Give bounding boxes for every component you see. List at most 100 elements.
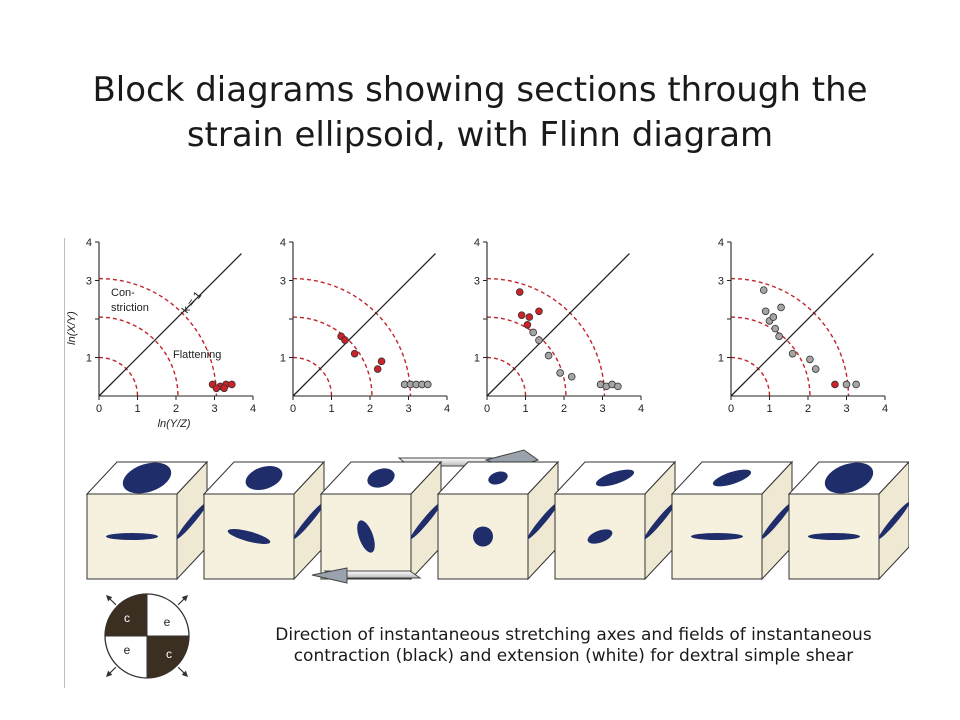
strain-ellipse-top <box>712 469 752 487</box>
dashed-strain-arc <box>292 316 373 397</box>
data-point <box>769 313 778 321</box>
strain-ellipse-side <box>410 502 442 539</box>
quadrant-label: e <box>124 643 131 657</box>
data-point <box>831 380 839 389</box>
y-tick-label: 1 <box>718 353 724 365</box>
contraction-quadrant <box>147 636 189 678</box>
x-tick-label: 1 <box>522 403 528 415</box>
flinn-diagrams: 0 1 1 2 3 3 4 4 ln(X/Y) ln(Y/Z) k = 1 Con-striction… <box>66 238 888 430</box>
constriction-label: Con- <box>111 287 135 299</box>
block-1 <box>85 460 209 581</box>
data-point <box>777 303 785 312</box>
x-tick-label: 3 <box>599 403 605 415</box>
y-tick-label: 1 <box>280 353 286 365</box>
y-tick-label: 4 <box>86 238 92 249</box>
data-point <box>373 365 382 373</box>
strain-ellipse-front <box>227 529 271 544</box>
strain-ellipse-front <box>106 533 158 540</box>
data-point <box>775 332 783 341</box>
data-point <box>515 288 524 296</box>
block-5 <box>553 460 677 581</box>
figure-caption: Direction of instantaneous stretching ax… <box>216 625 931 667</box>
y-tick-label: 3 <box>280 276 286 288</box>
data-point <box>759 286 768 294</box>
strain-ellipse-front <box>587 529 613 544</box>
data-point <box>523 320 532 329</box>
y-tick-label: 3 <box>718 276 724 288</box>
x-tick-label: 1 <box>328 403 334 415</box>
strain-ellipse-top <box>595 469 635 487</box>
arrow-head <box>181 670 189 678</box>
quadrant-label: c <box>166 647 172 661</box>
x-tick-label: 4 <box>444 403 450 415</box>
y-tick-label: 3 <box>86 276 92 288</box>
k-equals-one-line <box>98 253 242 397</box>
y-axis-label: ln(X/Y) <box>66 311 78 345</box>
strain-ellipse-side <box>527 502 559 539</box>
data-point <box>535 307 543 316</box>
x-tick-label: 3 <box>405 403 411 415</box>
data-point <box>811 365 820 373</box>
strain-ellipse-front <box>357 520 375 553</box>
strain-ellipse-side <box>761 502 793 539</box>
data-point <box>341 336 349 344</box>
slide-title: Block diagrams showing sections through … <box>40 68 920 158</box>
block-diagram-figure: 0 1 1 2 3 3 4 4 ln(X/Y) ln(Y/Z) k = 1 Con-striction… <box>66 238 909 679</box>
contraction-quadrant <box>105 594 147 636</box>
arrow-head <box>181 594 189 602</box>
data-point <box>423 380 432 389</box>
quadrant-label: e <box>164 615 171 629</box>
data-point <box>806 355 814 364</box>
strain-ellipse-side <box>644 502 676 539</box>
bottom-shear-arrow <box>311 567 422 584</box>
data-point <box>228 380 236 389</box>
strain-ellipse-top <box>824 462 874 494</box>
k-equals-one-line <box>730 253 874 397</box>
data-point <box>842 380 851 389</box>
y-tick-label: 1 <box>474 353 480 365</box>
data-point <box>556 369 564 377</box>
x-axis-label: ln(Y/Z) <box>158 418 191 430</box>
x-tick-label: 2 <box>561 403 567 415</box>
k-line-label: k = 1 <box>180 289 204 315</box>
x-tick-label: 4 <box>638 403 644 415</box>
y-tick-label: 3 <box>474 276 480 288</box>
k-equals-one-line <box>486 253 630 397</box>
data-point <box>614 382 622 391</box>
strain-ellipse-front <box>808 533 860 540</box>
strain-ellipse-top <box>122 462 172 494</box>
block-diagrams <box>85 460 909 581</box>
data-point <box>220 384 228 393</box>
block-3 <box>319 460 443 581</box>
figure-panel: 0 1 1 2 3 3 4 4 ln(X/Y) ln(Y/Z) k = 1 Con-striction… <box>64 238 909 688</box>
data-point <box>761 307 770 316</box>
x-tick-label: 0 <box>96 403 102 415</box>
constriction-label: striction <box>111 302 149 314</box>
x-tick-label: 0 <box>728 403 734 415</box>
y-tick-label: 4 <box>474 238 480 249</box>
data-point <box>535 336 543 344</box>
strain-ellipse-top <box>367 468 395 488</box>
x-tick-label: 4 <box>882 403 888 415</box>
strain-ellipse-top <box>488 471 508 485</box>
x-tick-label: 2 <box>173 403 179 415</box>
title-line-1: Block diagrams showing sections through … <box>92 70 868 110</box>
data-point <box>788 349 797 358</box>
dashed-strain-arc <box>730 316 811 397</box>
y-tick-label: 4 <box>280 238 286 249</box>
dashed-strain-arc <box>98 316 179 397</box>
x-tick-label: 2 <box>805 403 811 415</box>
block-7 <box>787 461 909 581</box>
k-equals-one-line <box>292 253 436 397</box>
x-tick-label: 2 <box>367 403 373 415</box>
y-tick-label: 4 <box>718 238 724 249</box>
x-tick-label: 3 <box>843 403 849 415</box>
data-point <box>544 351 553 360</box>
strain-ellipse-side <box>878 502 909 539</box>
arrow-head <box>105 670 113 678</box>
strain-ellipse-top <box>245 466 283 490</box>
caption-line-2: contraction (black) and extension (white… <box>293 646 854 666</box>
